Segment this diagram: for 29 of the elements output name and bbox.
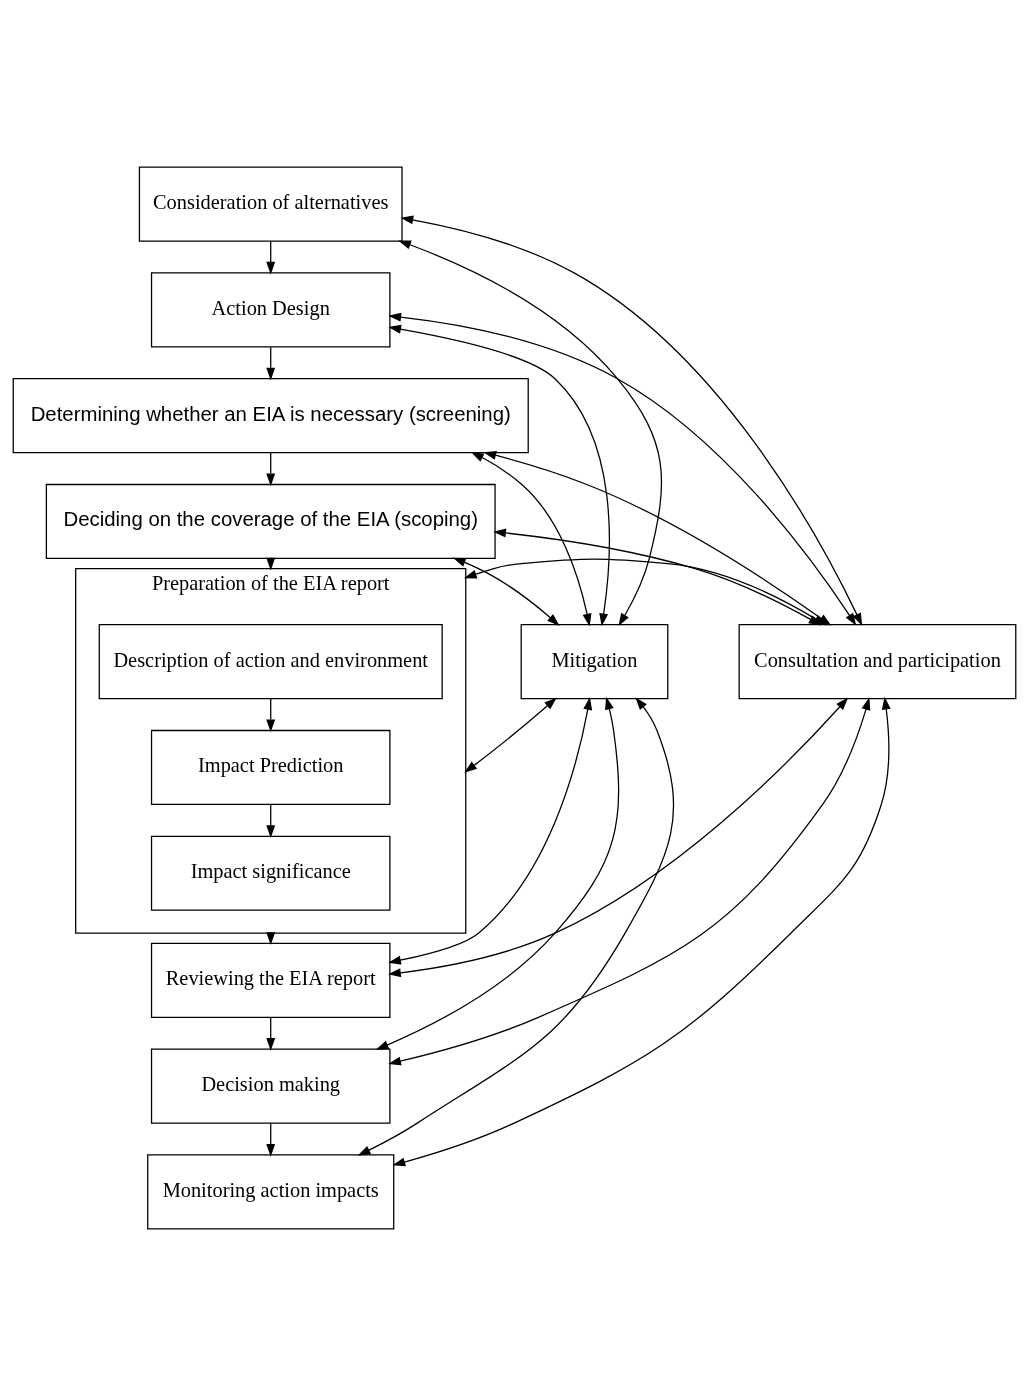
arrow <box>388 696 593 964</box>
node-box: Monitoring action impacts <box>147 1153 395 1230</box>
node-box: Reviewing the EIA report <box>150 942 391 1018</box>
arrow <box>266 346 276 380</box>
arrow <box>266 1016 276 1051</box>
arrow <box>266 240 276 275</box>
node-box: Consultation and participation <box>738 623 1017 699</box>
arrow <box>266 451 276 486</box>
node-box: Impact Prediction <box>150 729 391 805</box>
node-box: Decision making <box>150 1048 391 1124</box>
node-box: Description of action and environment <box>98 623 443 699</box>
arrow <box>266 1122 276 1157</box>
node-box: Action Design <box>150 271 391 347</box>
node-box: Mitigation <box>520 623 669 699</box>
arrow <box>452 557 560 626</box>
node-box: Determining whether an EIA is necessary (screening) <box>12 377 529 453</box>
arrow <box>266 697 276 732</box>
arrow <box>266 803 276 838</box>
arrow <box>388 696 849 977</box>
arrow <box>398 239 663 626</box>
arrow <box>375 696 620 1050</box>
arrow <box>470 451 592 626</box>
arrow <box>464 697 557 773</box>
node-box: Impact significance <box>150 835 391 911</box>
arrow <box>388 324 611 626</box>
arrow <box>388 696 871 1065</box>
arrow <box>392 696 891 1166</box>
node-box: Consideration of alternatives <box>138 165 403 242</box>
arrow <box>357 696 675 1156</box>
